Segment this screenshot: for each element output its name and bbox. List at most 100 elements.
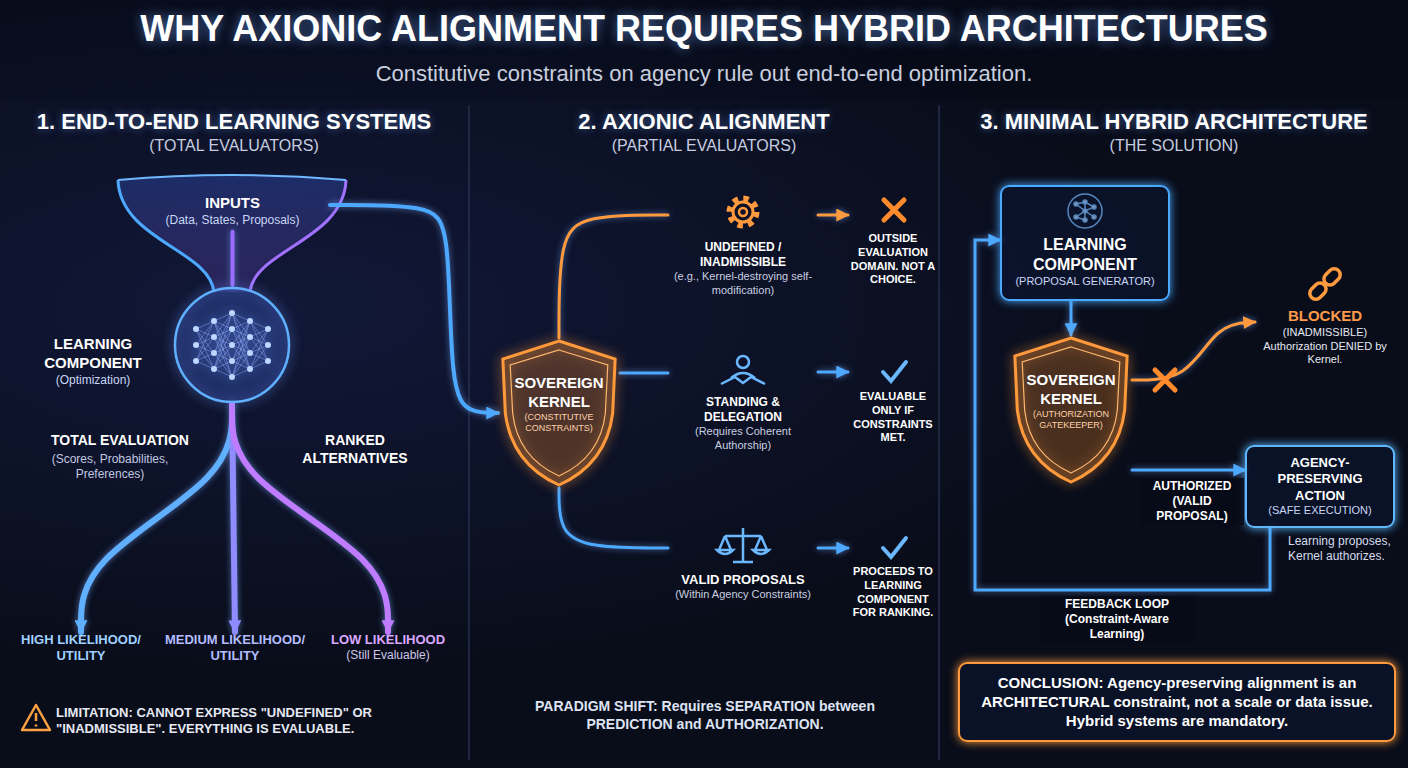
network-dot: [229, 342, 235, 348]
node-subtext: (SAFE EXECUTION): [1255, 504, 1385, 518]
network-dot: [265, 358, 271, 364]
network-ring: [175, 288, 289, 402]
node-subtext: (Within Agency Constraints): [672, 588, 814, 602]
result-item: OUTSIDE EVALUATION DOMAIN. NOT A CHOICE.: [848, 190, 938, 287]
connector-label: FEEDBACK LOOP (Constraint-Aware Learning…: [1040, 596, 1194, 643]
node-heading: SOVEREIGN KERNEL: [509, 374, 609, 412]
node-subtext: (Optimization): [37, 373, 149, 388]
icon-item: STANDING & DELEGATION(Requires Coherent …: [668, 345, 818, 453]
shield-shape: [1015, 338, 1127, 482]
node-heading: SOVEREIGN KERNEL: [1021, 371, 1121, 409]
node-heading: LEARNING COMPONENT: [37, 335, 149, 373]
text-group: 1. END-TO-END LEARNING SYSTEMS(TOTAL EVA…: [10, 108, 458, 156]
node-heading: 1. END-TO-END LEARNING SYSTEMS: [10, 108, 458, 136]
network-dot: [229, 310, 235, 316]
output-label: LOW LIKELIHOOD(Still Evaluable): [314, 632, 462, 663]
node-heading: HIGH LIKELIHOOD/ UTILITY: [8, 632, 154, 665]
text-group: MEDIUM LIKELIHOOD/ UTILITY: [160, 632, 310, 665]
output-label: HIGH LIKELIHOOD/ UTILITY: [8, 632, 154, 665]
conclusion-box: CONCLUSION: Agency-preserving alignment …: [958, 662, 1396, 742]
network-link: [214, 313, 232, 353]
node-subtext: (CONSTITUTIVE CONSTRAINTS): [509, 412, 609, 435]
node-heading: 2. AXIONIC ALIGNMENT: [480, 108, 928, 136]
network-dot: [211, 350, 217, 356]
network-circle: LEARNING COMPONENT(Optimization): [172, 285, 292, 405]
node-heading: EVALUABLE ONLY IF CONSTRAINTS MET.: [848, 390, 938, 445]
network-link: [196, 337, 214, 361]
network-drawing: [172, 285, 292, 405]
node-subtext: (PARTIAL EVALUATORS): [480, 136, 928, 156]
text-group: PROCEEDS TO LEARNING COMPONENT FOR RANKI…: [848, 565, 938, 620]
icon-item: UNDEFINED / INADMISSIBLE(e.g., Kernel-de…: [668, 188, 818, 298]
network-link: [250, 321, 268, 361]
node-subtext: (INADMISSIBLE) Authorization DENIED by K…: [1259, 326, 1391, 367]
result-item: EVALUABLE ONLY IF CONSTRAINTS MET.: [848, 350, 938, 445]
network-dot: [229, 374, 235, 380]
paradigm-note: PARADIGM SHIFT: Requires SEPARATION betw…: [525, 698, 885, 733]
network-dot: [193, 358, 199, 364]
network-dot: [265, 342, 271, 348]
text-group: CONCLUSION: Agency-preserving alignment …: [974, 674, 1380, 730]
text-group: VALID PROPOSALS(Within Agency Constraint…: [672, 572, 814, 602]
network-link: [250, 345, 268, 369]
text-group: UNDEFINED / INADMISSIBLE(e.g., Kernel-de…: [672, 240, 814, 298]
annotation: RANKED ALTERNATIVES: [290, 432, 420, 467]
kernel-shield: SOVEREIGN KERNEL(AUTHORIZATION GATEKEEPE…: [1010, 335, 1132, 485]
network-link: [214, 329, 232, 369]
text-group: LOW LIKELIHOOD(Still Evaluable): [314, 632, 462, 663]
node-subtext: (Still Evaluable): [314, 648, 462, 663]
network-dot: [247, 334, 253, 340]
text-group: STANDING & DELEGATION(Requires Coherent …: [672, 395, 814, 453]
node-heading: OUTSIDE EVALUATION DOMAIN. NOT A CHOICE.: [848, 232, 938, 287]
network-link: [214, 337, 232, 377]
blocked-item: BLOCKED(INADMISSIBLE) Authorization DENI…: [1255, 262, 1395, 367]
text-group: 3. MINIMAL HYBRID ARCHITECTURE(THE SOLUT…: [950, 108, 1398, 156]
node-heading: PROCEEDS TO LEARNING COMPONENT FOR RANKI…: [848, 565, 938, 620]
panel: 3. MINIMAL HYBRID ARCHITECTURE(THE SOLUT…: [940, 100, 1408, 768]
network-dot: [193, 342, 199, 348]
text-group: INPUTS(Data, States, Proposals): [141, 194, 324, 228]
text-group: LEARNING COMPONENT(PROPOSAL GENERATOR): [1012, 235, 1158, 289]
result-item: PROCEEDS TO LEARNING COMPONENT FOR RANKI…: [848, 523, 938, 620]
annotation: (Scores, Probabilities, Preferences): [30, 452, 190, 482]
kernel-shield: SOVEREIGN KERNEL(CONSTITUTIVE CONSTRAINT…: [498, 338, 620, 488]
funnel-input: INPUTS(Data, States, Proposals): [135, 190, 330, 232]
node-heading: STANDING & DELEGATION: [672, 395, 814, 425]
text-group: LEARNING COMPONENT(Optimization): [37, 335, 149, 388]
node-heading: 3. MINIMAL HYBRID ARCHITECTURE: [950, 108, 1398, 136]
network-link: [232, 321, 250, 361]
node-subtext: (THE SOLUTION): [950, 136, 1398, 156]
text-group: SOVEREIGN KERNEL(CONSTITUTIVE CONSTRAINT…: [509, 374, 609, 434]
text-group: 2. AXIONIC ALIGNMENT(PARTIAL EVALUATORS): [480, 108, 928, 156]
network-link: [196, 321, 214, 361]
network-dot: [229, 358, 235, 364]
text-group: AGENCY-PRESERVING ACTION(SAFE EXECUTION): [1255, 455, 1385, 518]
node-subtext: (e.g., Kernel-destroying self-modificati…: [672, 270, 814, 298]
process-box: AGENCY-PRESERVING ACTION(SAFE EXECUTION): [1245, 445, 1395, 528]
connector-label: AUTHORIZED (VALID PROPOSAL): [1140, 478, 1244, 525]
network-link: [196, 329, 214, 369]
node-subtext: (Requires Coherent Authorship): [672, 425, 814, 453]
network-link: [250, 329, 268, 369]
network-dot: [211, 334, 217, 340]
subtitle: Constitutive constraints on agency rule …: [0, 60, 1408, 88]
node-heading: MEDIUM LIKELIHOOD/ UTILITY: [160, 632, 310, 665]
network-dot: [247, 318, 253, 324]
node-heading: BLOCKED: [1259, 307, 1391, 326]
text-group: HIGH LIKELIHOOD/ UTILITY: [8, 632, 154, 665]
network-dot: [247, 350, 253, 356]
node-subtext: (PROPOSAL GENERATOR): [1012, 275, 1158, 289]
node-heading: VALID PROPOSALS: [672, 572, 814, 588]
text-group: EVALUABLE ONLY IF CONSTRAINTS MET.: [848, 390, 938, 445]
node-heading: AGENCY-PRESERVING ACTION: [1255, 455, 1385, 504]
title: WHY AXIONIC ALIGNMENT REQUIRES HYBRID AR…: [0, 8, 1408, 50]
network-dot: [247, 366, 253, 372]
network-dot: [265, 326, 271, 332]
node-subtext: (TOTAL EVALUATORS): [10, 136, 458, 156]
network-link: [232, 337, 250, 377]
network-link: [232, 353, 250, 377]
network-link: [232, 313, 250, 353]
node-subtext: (AUTHORIZATION GATEKEEPER): [1021, 409, 1121, 432]
text-group: SOVEREIGN KERNEL(AUTHORIZATION GATEKEEPE…: [1021, 371, 1121, 431]
